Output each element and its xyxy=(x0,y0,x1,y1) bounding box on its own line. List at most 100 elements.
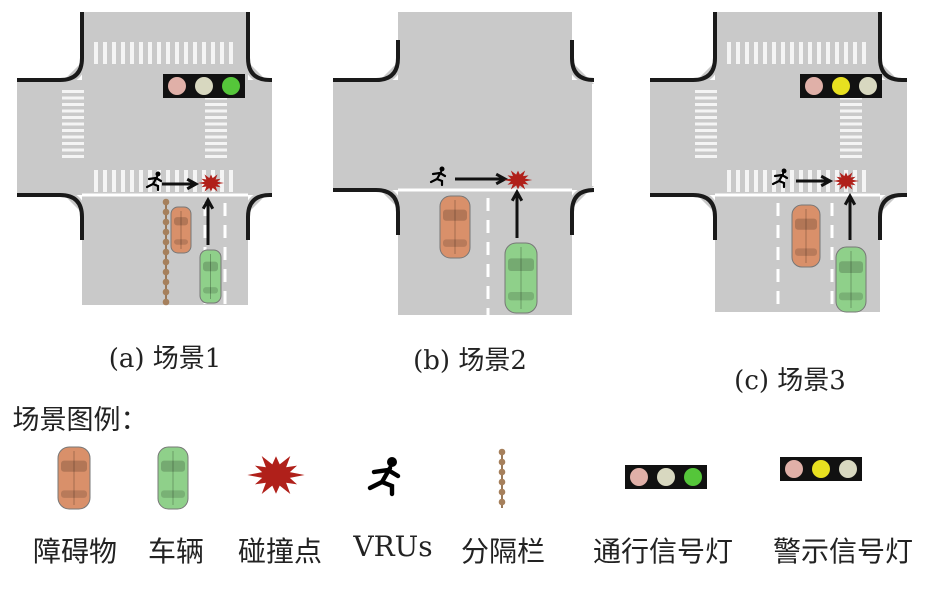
crosswalk-left-stripe xyxy=(695,148,717,152)
crosswalk-top-stripe xyxy=(862,42,866,64)
crosswalk-top-stripe xyxy=(853,42,857,64)
pedestrian-vru xyxy=(771,168,789,189)
lane-dash xyxy=(203,203,207,216)
crosswalk-top-stripe xyxy=(157,42,161,64)
pedestrian-path-arrow-head xyxy=(495,172,509,186)
lane-dash xyxy=(830,225,834,238)
pedestrian-path-arrow xyxy=(162,177,200,191)
lane-dash xyxy=(776,203,780,216)
divider-barrier-bead xyxy=(162,208,170,216)
obstacle-vehicle-windshield xyxy=(795,218,817,230)
crosswalk-top-stripe xyxy=(148,42,152,64)
crosswalk-top-stripe xyxy=(202,42,206,64)
crosswalk-bottom-stripe xyxy=(148,170,152,192)
legend-divider-icon-bead xyxy=(498,458,506,466)
traffic-light-pass-lamp-1 xyxy=(168,77,186,95)
crosswalk-bottom-stripe xyxy=(121,170,125,192)
collision-point xyxy=(198,174,224,192)
curb-2 xyxy=(246,12,272,82)
legend-obstacle-icon xyxy=(57,446,91,510)
crosswalk-bottom-stripe xyxy=(745,170,749,192)
crosswalk-bottom-stripe xyxy=(139,170,143,192)
crosswalk-right-stripe xyxy=(840,129,862,132)
obstacle-vehicle-body xyxy=(791,204,821,268)
legend-obstacle-icon-body xyxy=(57,446,91,510)
ego-vehicle-windshield xyxy=(203,261,218,272)
vehicle-path-arrow xyxy=(510,188,524,238)
obstacle-vehicle xyxy=(791,204,821,268)
crosswalk-bottom-stripe xyxy=(193,170,197,192)
legend-label-divider: 分隔栏 xyxy=(460,535,546,568)
lane-dash xyxy=(223,291,227,304)
crosswalk-left-stripe xyxy=(62,122,84,126)
crosswalk-top-stripe xyxy=(790,42,794,64)
legend-obstacle-icon-rear-window xyxy=(61,490,87,498)
crosswalk-left-stripe xyxy=(695,155,717,158)
legend-vehicle-icon-windshield xyxy=(161,460,185,472)
crosswalk-top-stripe xyxy=(844,42,848,64)
legend-divider-icon-bead xyxy=(498,448,506,456)
crosswalk-left-stripe xyxy=(695,96,717,100)
crosswalk-top-stripe xyxy=(745,42,749,64)
crosswalk-top-stripe xyxy=(193,42,197,64)
lane-dash xyxy=(830,269,834,282)
ego-vehicle xyxy=(504,242,538,314)
crosswalk-top-stripe xyxy=(808,42,812,64)
crosswalk-top-stripe xyxy=(184,42,188,64)
crosswalk-right-stripe xyxy=(205,142,227,145)
legend-label-obstacle: 障碍物 xyxy=(32,535,118,568)
ego-vehicle xyxy=(199,249,222,304)
crosswalk-right-stripe xyxy=(205,122,227,126)
divider-barrier-bead xyxy=(162,228,170,236)
crosswalk-right-stripe xyxy=(840,116,862,119)
legend-warning-light-icon-lamp-1 xyxy=(785,460,803,478)
lane-dash xyxy=(223,269,227,282)
curb-3 xyxy=(17,193,84,240)
road-surface xyxy=(333,12,592,315)
crosswalk-right-stripe xyxy=(840,135,862,139)
legend-label-vrus: VRUs xyxy=(353,530,433,563)
crosswalk-left-stripe xyxy=(62,142,84,145)
lane-dash xyxy=(830,291,834,304)
obstacle-vehicle-windshield xyxy=(174,217,188,226)
ego-vehicle-body xyxy=(504,242,538,314)
lane-dash xyxy=(223,203,227,216)
divider-barrier-bead xyxy=(162,268,170,276)
crosswalk-bottom-stripe xyxy=(790,170,794,192)
crosswalk-left-stripe xyxy=(62,90,84,93)
road-surface xyxy=(17,12,272,305)
vehicle-path-arrow xyxy=(843,192,857,240)
legend-label-vehicle: 车辆 xyxy=(147,535,205,568)
lane-dash xyxy=(486,198,490,211)
legend-warning-light-icon-lamp-3 xyxy=(839,460,857,478)
pedestrian-vru-body xyxy=(145,175,163,192)
divider-barrier-bead xyxy=(162,238,170,246)
legend-vehicle-icon-body xyxy=(157,446,189,510)
divider-barrier-bead xyxy=(162,248,170,256)
crosswalk-left-stripe xyxy=(62,135,84,139)
traffic-light-pass xyxy=(163,74,245,98)
curb-1 xyxy=(650,12,717,82)
ego-vehicle-windshield xyxy=(839,261,863,273)
vehicle-path-arrow-head xyxy=(843,192,857,206)
pedestrian-path-arrow xyxy=(455,172,509,186)
legend-title: 场景图例： xyxy=(12,405,148,436)
pedestrian-vru xyxy=(145,171,163,192)
pedestrian-path-arrow-head xyxy=(820,174,834,188)
crosswalk-top-stripe xyxy=(229,42,233,64)
crosswalk-top-stripe xyxy=(736,42,740,64)
vehicle-path-arrow xyxy=(201,196,215,245)
vehicle-path-arrow-head xyxy=(510,188,524,202)
lane-dash xyxy=(486,308,490,321)
legend-warning-light-icon-lamp-2 xyxy=(812,460,830,478)
pedestrian-vru-body xyxy=(771,172,789,189)
divider-barrier-bead xyxy=(162,278,170,286)
legend-vru-icon-body xyxy=(367,465,401,497)
crosswalk-right-stripe xyxy=(840,103,862,106)
crosswalk-top-stripe xyxy=(166,42,170,64)
crosswalk-bottom-stripe xyxy=(754,170,758,192)
lane-dash xyxy=(203,225,207,238)
crosswalk-left-stripe xyxy=(695,90,717,93)
